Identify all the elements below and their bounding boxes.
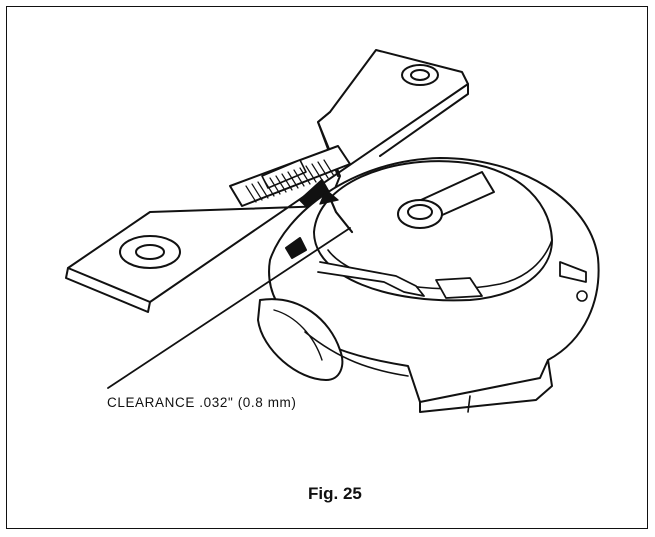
clearance-arrow (319, 189, 354, 234)
figure-caption: Fig. 25 (308, 484, 362, 503)
clearance-callout: CLEARANCE .032" (0.8 mm) (107, 395, 297, 410)
screw-hole-right (401, 64, 439, 86)
needle-plate (65, 49, 469, 313)
rotary-hook (257, 157, 600, 413)
feed-dog-slot (229, 145, 351, 207)
screw-hole-right-inner (410, 69, 430, 81)
screw-hole-left-inner (135, 244, 165, 260)
callout-leader-line (107, 227, 351, 389)
figure-frame-bottom-rule (6, 528, 648, 529)
figure-frame (6, 6, 648, 529)
screw-hole-left (119, 235, 181, 269)
